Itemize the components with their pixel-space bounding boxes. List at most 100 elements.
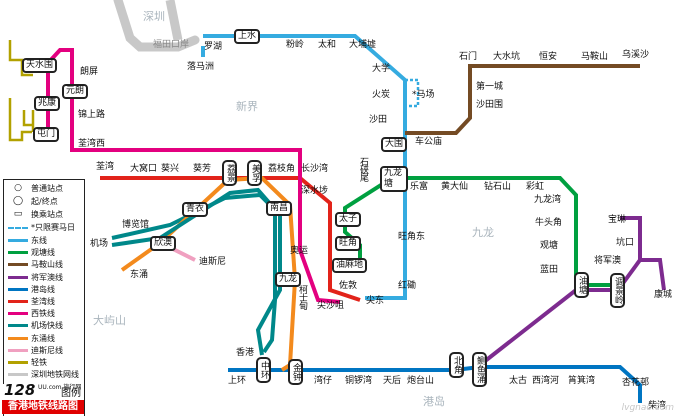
brand-tag: 图例 [61,388,81,399]
legend-line-item: 将军澳线 [8,273,63,282]
station-tuen-mun: 屯门 [33,127,60,142]
station-tsuen-wan: 荃湾 [96,162,115,172]
station-kowloon: 九龙 [275,272,302,287]
legend-line-label: 机场快线 [31,321,63,331]
legend-line-item: 西铁线 [8,309,55,318]
station-university: 大学 [372,64,391,74]
station-kwun-tong: 观塘 [540,241,559,251]
legend-terminus: ◯起/终点 [12,196,58,207]
station-east-tsim-sha-tsui: 尖东 [366,296,385,306]
station-sheung-shui: 上水 [234,29,261,44]
station-tsim-sha-tsui: 尖沙咀 [317,301,345,311]
station-kwai-fong: 葵芳 [193,164,212,174]
legend-line-label: 东线 [31,236,47,245]
station-chai-wan: 柴湾 [648,401,667,411]
area-lantau: 大屿山 [93,314,126,327]
legend-line-label: 东涌线 [31,333,55,343]
legend-line-label: 迪斯尼线 [31,345,63,355]
station-shek-mun: 石门 [459,52,478,62]
legend-line-label: 将军澳线 [31,272,63,282]
station-disneyland: 迪斯尼 [199,257,227,267]
station-yuen-long: 元朗 [62,84,89,99]
brand-site: UU.com 旅行网 [38,384,82,391]
station-heng-fa-chuen: 杏花邨 [622,378,650,388]
legend-line-swatch [8,287,28,291]
station-shau-kei-wan: 筲箕湾 [568,376,596,386]
shenzhen-metro-line-b [165,0,183,41]
station-asiaworld-expo: 博览馆 [122,220,150,230]
station-po-lam: 宝琳 [608,215,627,225]
station-north-point: 北角 [449,352,464,378]
brand-block: 128 UU.com 旅行网 图例 香港地铁线路图 [2,381,84,414]
station-tsing-yi: 青衣 [182,202,209,217]
station-tin-hau: 天后 [383,376,402,386]
legend: ○普通站点 ◯起/终点 ▭换乘站点 *只限赛马日 东线观塘线马鞍山线将军澳线港岛… [3,179,85,416]
station-quarry-bay: 鲗鱼涌 [472,352,487,387]
station-heng-on: 恒安 [539,52,558,62]
station-hang-hau: 坑口 [616,238,635,248]
legend-line-item: 马鞍山线 [8,260,63,269]
station-ngau-tau-kok: 牛头角 [535,218,563,228]
station-lam-tin: 蓝田 [540,265,559,275]
tseung-kwan-o-po-lam [620,216,642,262]
station-mong-kok: 旺角 [335,236,362,251]
station-wu-kai-sha: 乌溪沙 [622,50,650,60]
west-rail-kowloon-section [298,157,341,304]
legend-line-swatch [8,263,28,267]
legend-line-swatch [8,300,28,303]
station-lo-wu: 罗湖 [204,42,223,52]
area-kowloon: 九龙 [472,226,494,239]
legend-line-item: 机场快线 [8,321,63,330]
east-rail-racecourse [405,78,420,108]
station-tai-wai: 大围 [381,137,408,152]
station-tai-wo-hau: 大窝口 [130,164,158,174]
station-shek-kip-mei: 石硖尾 [358,157,368,181]
legend-line-label: 深圳地铁网线 [31,370,79,380]
station-hong-kong: 香港 [236,348,255,358]
west-rail-line [46,48,302,157]
legend-line-label: 西铁线 [31,309,55,319]
station-tai-po-market: 大埔墟 [349,40,377,50]
station-lai-king: 荔景 [222,160,237,186]
brand-title: 香港地铁线路图 [2,400,84,414]
shenzhen-metro-line [113,0,200,52]
legend-line-swatch [8,348,28,352]
station-kowloon-tong: 九龙塘 [380,166,408,192]
station-olympic: 奥运 [290,246,309,256]
station-lai-chi-kok: 荔枝角 [268,164,296,174]
station-admiralty: 金钟 [288,359,303,385]
station-choi-hung: 彩虹 [526,182,545,192]
legend-race-day: *只限赛马日 [8,223,75,232]
station-mei-foo: 美孚 [247,160,262,186]
station-lok-fu: 乐富 [410,182,429,192]
legend-line-item: 轻铁 [8,358,47,367]
legend-line-item: 迪斯尼线 [8,346,63,355]
light-rail-lines [8,40,35,142]
station-fortress-hill: 炮台山 [407,376,435,386]
ma-on-shan-line [405,64,640,135]
station-central: 中环 [256,357,271,383]
station-lok-ma-chau: 落马洲 [187,62,215,72]
area-new-territories: 新界 [236,100,258,113]
legend-line-item: 深圳地铁网线 [8,370,79,379]
legend-line-item: 观塘线 [8,248,55,257]
station-tin-shui-wai: 天水围 [22,58,58,73]
legend-line-label: 港岛线 [31,284,55,294]
legend-line-item: 港岛线 [8,285,55,294]
station-jordan: 佐敦 [339,281,358,291]
station-tai-wo: 太和 [318,40,337,50]
legend-line-label: 观塘线 [31,248,55,258]
station-kam-sheung-road: 锦上路 [78,110,106,120]
legend-line-swatch [8,312,28,316]
station-prince-edward: 太子 [335,212,362,227]
tseung-kwan-o-line [478,258,666,367]
station-fukuda: 福田口岸 [153,40,190,50]
island-line [228,365,642,403]
legend-line-swatch [8,239,28,242]
station-sham-shui-po: 深水埗 [301,186,329,196]
station-tsuen-wan-west: 荃湾西 [78,139,106,149]
station-causeway-bay: 铜锣湾 [345,376,373,386]
brand-number: 128 [4,381,36,399]
